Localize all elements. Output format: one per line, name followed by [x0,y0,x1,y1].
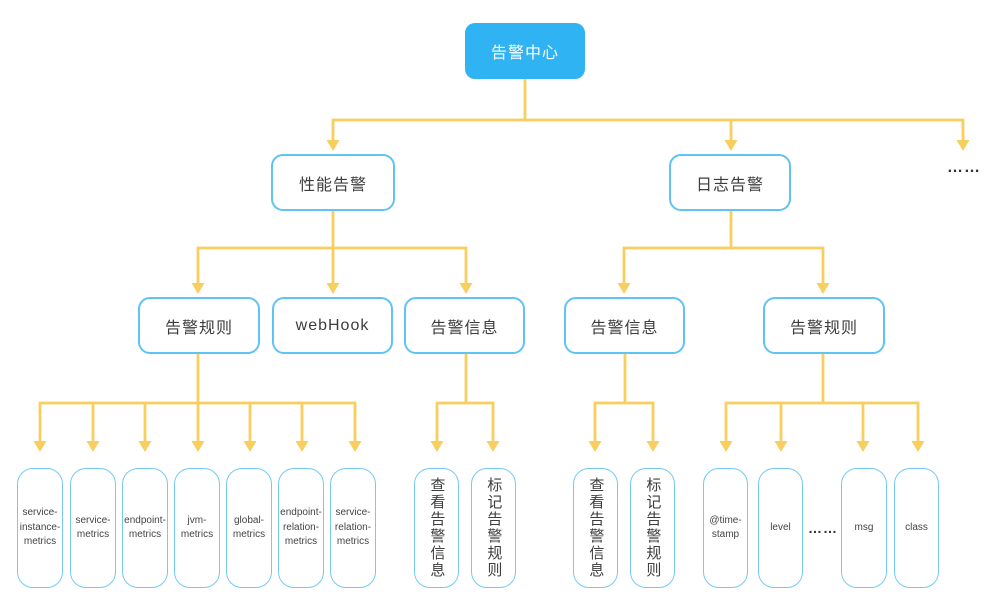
leaf-service-relation-metrics: service-relation-metrics [330,468,376,588]
node-log-alert-rules-label: 告警规则 [789,319,858,337]
leaf-log-view-alert-info: 查看告警信息 [573,468,618,588]
node-log-alert-rules: 告警规则 [763,297,885,354]
node-performance-alert: 性能告警 [271,154,395,211]
leaf-jvm-metrics: jvm-metrics [174,468,220,588]
node-webhook-label: webHook [295,316,370,334]
leaf-log-mark-alert-rules: 标记告警规则 [630,468,675,588]
node-performance-alert-label: 性能告警 [298,176,367,194]
leaf-service-metrics: service-metrics [70,468,116,588]
leaf-class-field: class [894,468,939,588]
node-alert-center: 告警中心 [465,23,585,79]
node-log-alert-info-label: 告警信息 [590,319,659,337]
leaf-performance-view-alert-info: 查看告警信息 [414,468,459,588]
leaf-global-metrics: global-metrics [226,468,272,588]
leaf-service-instance-metrics: service-instance-metrics [17,468,63,588]
leaf-level-field: level [758,468,803,588]
node-performance-alert-rules: 告警规则 [138,297,260,354]
node-performance-alert-info: 告警信息 [404,297,525,354]
node-performance-alert-info-label: 告警信息 [430,319,499,337]
more-fields-ellipsis: …… [808,520,838,536]
node-log-alert-label: 日志告警 [695,176,764,194]
node-alert-center-label: 告警中心 [490,45,559,62]
node-log-alert-info: 告警信息 [564,297,685,354]
node-webhook: webHook [272,297,393,354]
node-log-alert: 日志告警 [669,154,791,211]
more-branches-ellipsis: …… [947,159,981,176]
leaf-timestamp-field: @time-stamp [703,468,748,588]
node-performance-alert-rules-label: 告警规则 [164,319,233,337]
leaf-msg-field: msg [841,468,887,588]
leaf-endpoint-metrics: endpoint-metrics [122,468,168,588]
leaf-endpoint-relation-metrics: endpoint-relation-metrics [278,468,324,588]
leaf-performance-mark-alert-rules: 标记告警规则 [471,468,516,588]
